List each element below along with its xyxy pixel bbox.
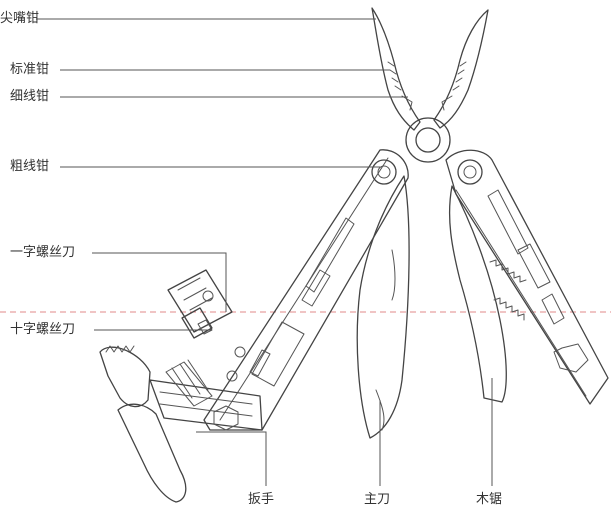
label-main-blade: 主刀 (364, 492, 391, 507)
leader-flat-screwdriver (92, 252, 227, 312)
label-flat-screwdriver: 一字螺丝刀 (10, 245, 76, 260)
label-wrench: 扳手 (248, 492, 275, 507)
label-wood-saw: 木锯 (476, 492, 503, 507)
label-thick-wire-cutter: 粗线钳 (10, 159, 50, 174)
main-blade (356, 175, 410, 439)
plier-jaws (371, 7, 489, 163)
label-needle-nose: 尖嘴钳 (0, 11, 40, 26)
right-handle (445, 149, 609, 405)
label-standard-pliers: 标准钳 (10, 62, 50, 77)
label-phillips-screwdriver: 十字螺丝刀 (10, 322, 76, 337)
leader-lines (36, 18, 493, 486)
leader-wrench (196, 431, 267, 486)
label-fine-wire-cutter: 细线钳 (10, 89, 50, 104)
wood-saw (448, 185, 527, 403)
screwdriver-bits (167, 269, 233, 339)
adjustable-wrench (99, 345, 263, 503)
left-handle (203, 149, 409, 431)
